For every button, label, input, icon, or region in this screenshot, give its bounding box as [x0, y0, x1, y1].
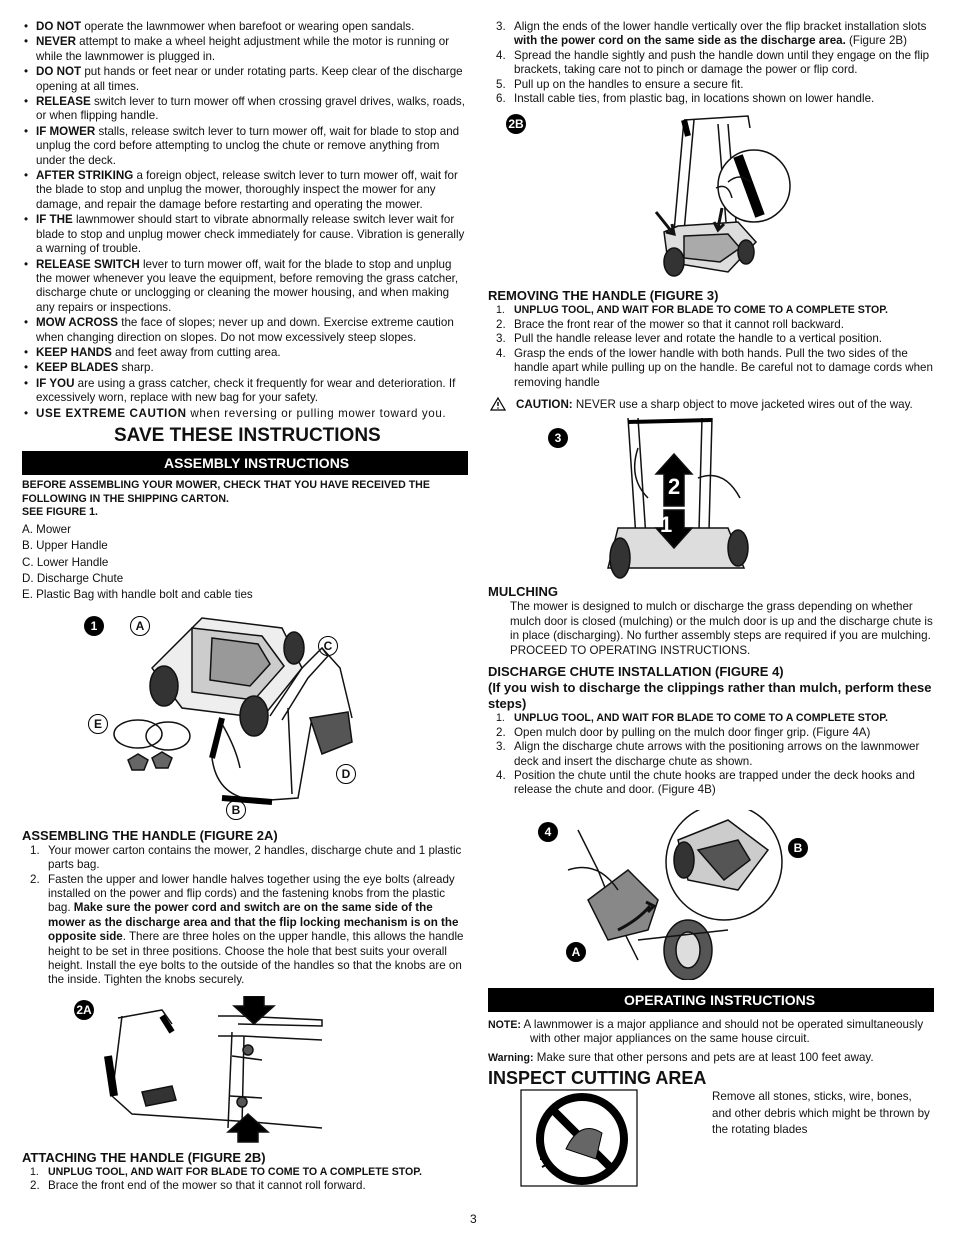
part-item: E. Plastic Bag with handle bolt and cabl… — [22, 588, 253, 602]
discharge-steps: 1.UNPLUG TOOL, AND WAIT FOR BLADE TO COM… — [488, 712, 934, 798]
step-item: 1.UNPLUG TOOL, AND WAIT FOR BLADE TO COM… — [496, 304, 888, 317]
mulching-heading: MULCHING — [488, 584, 559, 600]
safety-bullet-item: KEEP HANDS and feet away from cutting ar… — [22, 346, 468, 361]
step-item: 4.Grasp the ends of the lower handle wit… — [496, 346, 933, 389]
handle-attach-illustration — [654, 115, 791, 278]
arrow-2-label: 2 — [668, 474, 680, 499]
callout-b: B — [226, 799, 246, 820]
safety-bullet-item: KEEP BLADES sharp. — [22, 361, 468, 376]
safety-bullet-item: MOW ACROSS the face of slopes; never up … — [22, 316, 468, 345]
safety-bullet-item: DO NOT put hands or feet near or under r… — [22, 65, 468, 94]
step-item: 2.Fasten the upper and lower handle halv… — [30, 872, 464, 987]
figure-3-badge: 3 — [548, 428, 568, 449]
step-item: 2.Brace the front end of the mower so th… — [30, 1179, 366, 1193]
parts-list: A. Mower B. Upper Handle C. Lower Handle… — [22, 522, 468, 604]
part-item: B. Upper Handle — [22, 539, 108, 553]
inspect-text: Remove all stones, sticks, wire, bones, … — [712, 1090, 930, 1137]
safety-bullet-item: DO NOT operate the lawnmower when barefo… — [22, 20, 468, 35]
safety-bullet-list: DO NOT operate the lawnmower when barefo… — [22, 20, 468, 421]
mower-parts-illustration — [113, 616, 353, 805]
handle-assembly-illustration — [104, 995, 323, 1143]
callout-a: A — [130, 615, 150, 636]
warning-triangle-icon — [490, 396, 506, 411]
step-item: 1.UNPLUG TOOL, AND WAIT FOR BLADE TO COM… — [496, 712, 888, 725]
step-item: 3.Align the ends of the lower handle ver… — [496, 20, 927, 48]
step-item: 2.Brace the front rear of the mower so t… — [496, 318, 844, 332]
figure-2b: 2B — [488, 112, 934, 284]
operating-instructions-bar: OPERATING INSTRUCTIONS — [488, 987, 934, 1012]
assembling-steps: 1.Your mower carton contains the mower, … — [22, 844, 468, 988]
step-item: 6.Install cable ties, from plastic bag, … — [496, 92, 875, 106]
arrow-1-label: 1 — [660, 512, 672, 537]
figure-2a-badge: 2A — [74, 999, 94, 1020]
assembly-instructions-bar: ASSEMBLY INSTRUCTIONS — [22, 450, 468, 475]
part-item: A. Mower — [22, 522, 71, 536]
page-number: 3 — [470, 1212, 477, 1226]
step-item: 3.Pull the handle release lever and rota… — [496, 332, 883, 346]
part-item: D. Discharge Chute — [22, 571, 124, 585]
step-item: 1.Your mower carton contains the mower, … — [30, 843, 462, 872]
safety-bullet-item: RELEASE switch lever to turn mower off w… — [22, 95, 468, 124]
step-item: 5.Pull up on the handles to ensure a sec… — [496, 77, 744, 91]
caution-note: CAUTION: NEVER use a sharp object to mov… — [488, 396, 934, 412]
safety-bullet-item: RELEASE SWITCH lever to turn mower off, … — [22, 258, 468, 316]
inspect-cutting-area-title: INSPECT CUTTING AREA — [488, 1068, 707, 1089]
mulching-text: The mower is designed to mulch or discha… — [510, 600, 933, 657]
step-item: 3.Align the discharge chute arrows with … — [496, 740, 920, 768]
safety-bullet-item: IF YOU are using a grass catcher, check … — [22, 377, 468, 406]
discharge-heading: DISCHARGE CHUTE INSTALLATION (FIGURE 4) … — [488, 664, 932, 712]
removing-steps: 1.UNPLUG TOOL, AND WAIT FOR BLADE TO COM… — [488, 304, 934, 390]
safety-bullet-item: AFTER STRIKING a foreign object, release… — [22, 169, 468, 212]
note-text: NOTE: A lawnmower is a major appliance a… — [488, 1017, 924, 1046]
step-item: 4.Position the chute until the chute hoo… — [496, 768, 915, 797]
figure-2b-badge: 2B — [506, 114, 526, 135]
attaching-heading: ATTACHING THE HANDLE (FIGURE 2B) — [22, 1149, 266, 1165]
attaching-steps-right: 3.Align the ends of the lower handle ver… — [488, 20, 934, 106]
safety-bullet-item: USE EXTREME CAUTION when reversing or pu… — [22, 407, 468, 422]
safety-bullet-item: NEVER attempt to make a wheel height adj… — [22, 35, 468, 64]
step-item: 2.Open mulch door by pulling on the mulc… — [496, 725, 871, 739]
handle-removal-illustration: 2 1 — [607, 418, 749, 580]
step-item: 4.Spread the handle sightly and push the… — [496, 48, 930, 77]
part-item: C. Lower Handle — [22, 555, 109, 569]
step-item: 1.UNPLUG TOOL, AND WAIT FOR BLADE TO COM… — [30, 1165, 422, 1178]
safety-bullet-item: IF MOWER stalls, release switch lever to… — [22, 125, 468, 168]
attaching-steps-left: 1.UNPLUG TOOL, AND WAIT FOR BLADE TO COM… — [22, 1166, 468, 1194]
assembling-heading: ASSEMBLING THE HANDLE (FIGURE 2A) — [22, 827, 278, 843]
callout-b: B — [788, 837, 808, 858]
figure-1: 1 A C E D B — [22, 608, 468, 826]
figure-2a: 2A — [22, 995, 468, 1146]
discharge-chute-illustration — [567, 809, 783, 980]
figure-3: 3 2 1 — [488, 418, 934, 582]
callout-e: E — [88, 713, 108, 734]
no-debris-warning-icon — [520, 1089, 638, 1187]
figure-4-badge: 4 — [538, 821, 558, 842]
right-column: 3.Align the ends of the lower handle ver… — [488, 20, 934, 1189]
removing-heading: REMOVING THE HANDLE (FIGURE 3) — [488, 288, 719, 304]
callout-a: A — [566, 941, 586, 962]
safety-bullet-item: IF THE lawnmower should start to vibrate… — [22, 213, 468, 256]
callout-d: D — [336, 763, 356, 784]
save-instructions-title: SAVE THESE INSTRUCTIONS — [114, 424, 381, 446]
figure-1-badge: 1 — [84, 615, 104, 636]
before-assembling-text: BEFORE ASSEMBLING YOUR MOWER, CHECK THAT… — [22, 478, 430, 505]
figure-4: 4 B A — [488, 809, 934, 980]
see-figure-text: SEE FIGURE 1. — [22, 506, 98, 519]
warning-text: Warning: Make sure that other persons an… — [488, 1050, 874, 1064]
left-column: DO NOT operate the lawnmower when barefo… — [22, 20, 468, 1194]
